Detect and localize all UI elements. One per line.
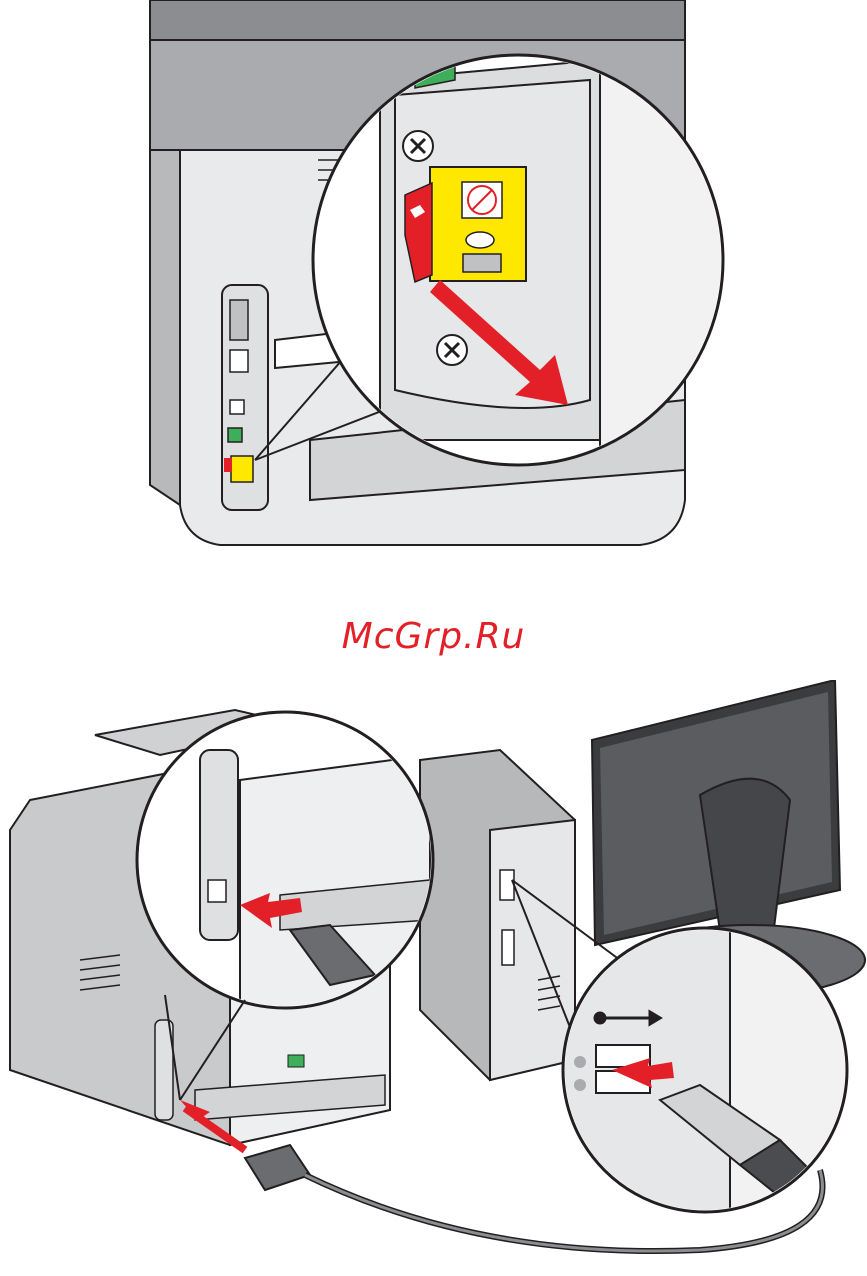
usb-label-small <box>231 456 253 482</box>
computer-tower <box>420 750 575 1080</box>
rear-panel-usb-cover-illustration <box>0 0 867 560</box>
watermark-text: McGrp.Ru <box>0 616 867 657</box>
green-port-icon <box>228 428 242 442</box>
usb-cable-connection-illustration <box>0 680 867 1276</box>
screw-icon <box>437 335 467 365</box>
screw-icon <box>403 131 433 161</box>
